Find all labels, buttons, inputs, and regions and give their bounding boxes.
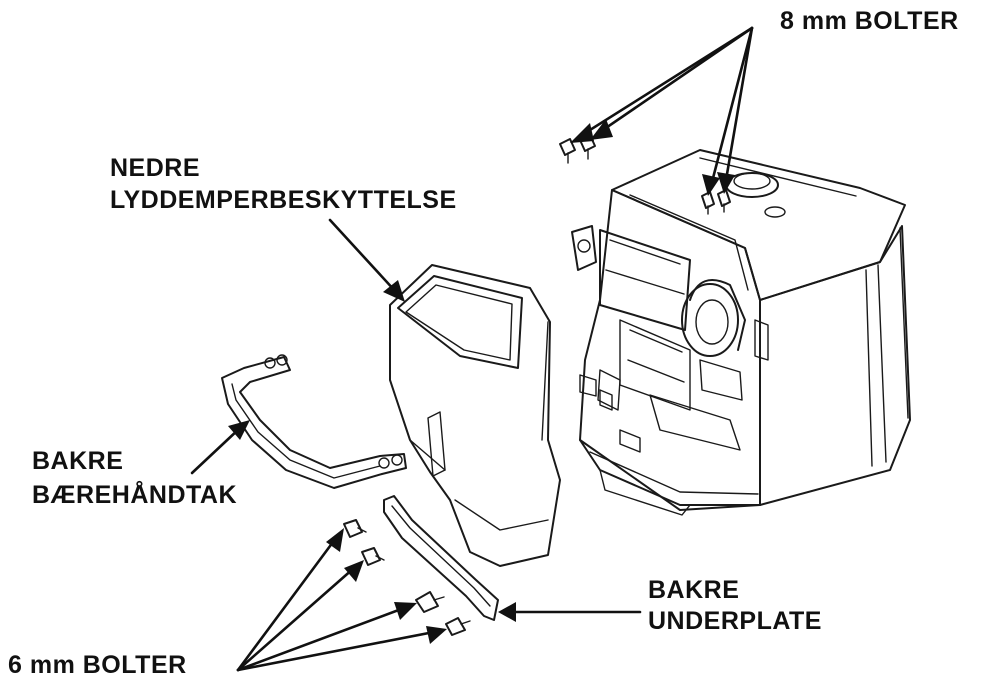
label-lower-muffler-protector-line1: NEDRE	[110, 154, 201, 182]
label-6mm-bolts: 6 mm BOLTER	[8, 651, 187, 679]
label-rear-under-plate-line2: UNDERPLATE	[648, 607, 822, 635]
label-8mm-bolts: 8 mm BOLTER	[780, 7, 959, 35]
label-rear-carry-handle-line2: BÆREHÅNDTAK	[32, 481, 238, 509]
label-rear-under-plate-line1: BAKRE	[648, 576, 740, 604]
leader-arrows	[190, 26, 754, 672]
lower-muffler-protector-part	[389, 264, 561, 567]
generator-body	[571, 149, 911, 516]
label-lower-muffler-protector-line2: LYDDEMPERBESKYTTELSE	[110, 186, 457, 214]
loose-6mm-bolts	[343, 519, 471, 636]
rear-carry-handle-part	[221, 354, 407, 489]
rear-under-plate-part	[383, 495, 499, 621]
label-rear-carry-handle-line1: BAKRE	[32, 447, 124, 475]
